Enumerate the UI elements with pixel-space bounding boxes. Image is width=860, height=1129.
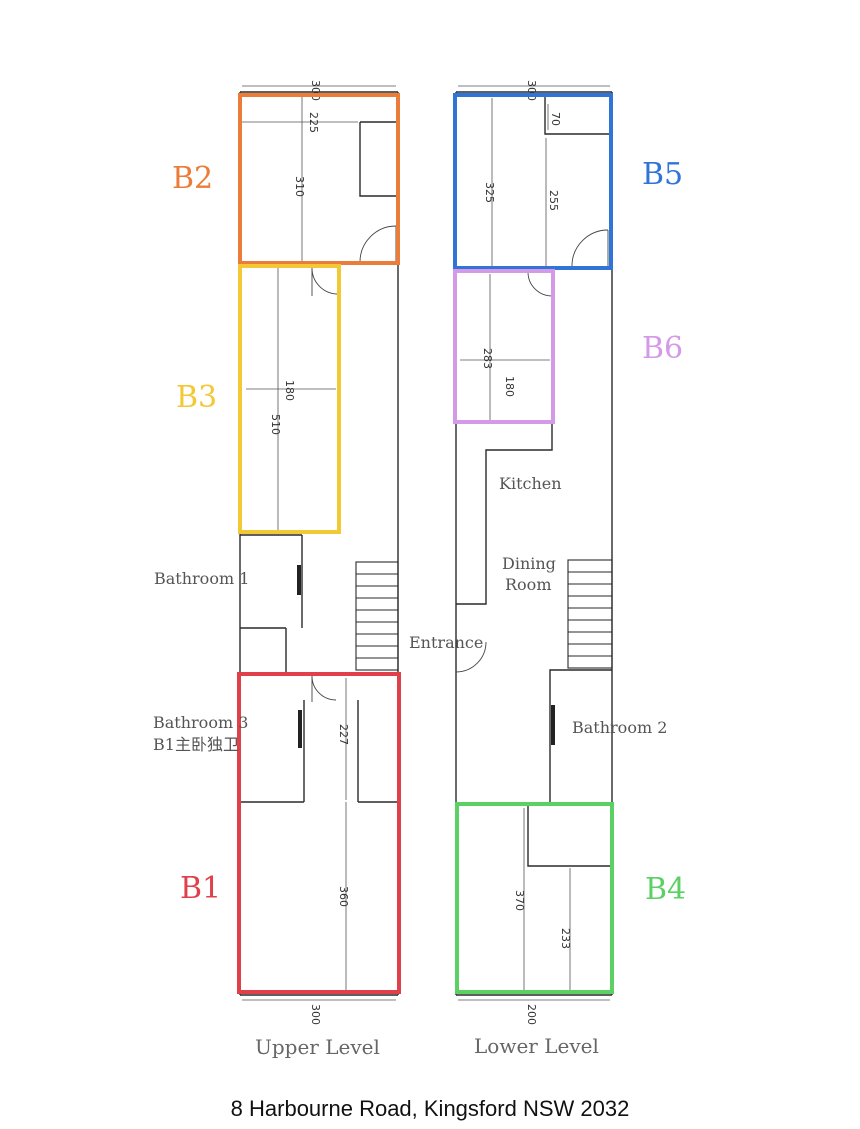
kitchen-label: Kitchen [499, 474, 562, 493]
bedroom-b6-label: B6 [642, 331, 683, 366]
level-labels: Upper Level Lower Level [255, 1034, 599, 1059]
lower-level-plan [455, 85, 613, 1001]
bedroom-b2-label: B2 [172, 161, 213, 196]
bathroom-1-label: Bathroom 1 [154, 569, 249, 588]
dim-upper-b2-inner: 225 [307, 112, 320, 133]
dimension-labels: 300 225 310 180 510 227 360 300 300 70 3… [269, 80, 572, 1025]
dim-lower-b4-inner: 233 [559, 928, 572, 949]
bedroom-b1-label: B1 [180, 871, 221, 906]
property-address: 8 Harbourne Road, Kingsford NSW 2032 [230, 1096, 630, 1121]
dim-lower-top-width: 300 [525, 80, 538, 101]
dim-lower-b6-width: 180 [503, 376, 516, 397]
dim-upper-b1-depth: 360 [337, 886, 350, 907]
bathroom-3-sublabel: B1主卧独卫 [153, 735, 239, 754]
dim-lower-b6-depth: 283 [481, 348, 494, 369]
bedroom-labels: B2 B3 B1 B5 B6 B4 [172, 157, 686, 907]
bedroom-b2-outline[interactable] [238, 93, 400, 265]
upper-level-plan [239, 85, 399, 1001]
lower-level-label: Lower Level [474, 1034, 599, 1058]
bedroom-b4-label: B4 [645, 872, 686, 907]
dining-room-label-2: Room [505, 575, 551, 594]
dim-upper-b3-depth: 510 [269, 414, 282, 435]
dim-upper-b2-depth: 310 [293, 176, 306, 197]
upper-level-label: Upper Level [255, 1035, 380, 1059]
room-labels: Bathroom 1 Bathroom 3 B1主卧独卫 Kitchen Din… [153, 474, 667, 754]
bedroom-b4-outline[interactable] [455, 802, 614, 994]
bedroom-b1-outline[interactable] [237, 672, 401, 994]
bedroom-b5-outline[interactable] [453, 93, 613, 270]
entrance-label: Entrance [409, 633, 483, 652]
bedroom-b3-outline[interactable] [238, 264, 341, 534]
dim-lower-b5-depth-left: 325 [483, 182, 496, 203]
bedroom-b6-outline[interactable] [453, 269, 555, 424]
dim-lower-bottom-width: 200 [525, 1004, 538, 1025]
dim-lower-b4-depth: 370 [513, 890, 526, 911]
bedroom-outlines [237, 93, 614, 994]
dim-lower-b5-depth-right: 255 [547, 190, 560, 211]
dim-upper-top-width: 300 [309, 80, 322, 101]
dim-upper-b3-width: 180 [283, 380, 296, 401]
bathroom-2-label: Bathroom 2 [572, 718, 667, 737]
bathroom-3-label: Bathroom 3 [153, 713, 248, 732]
dim-lower-b5-notch: 70 [549, 112, 562, 126]
bedroom-b5-label: B5 [642, 157, 683, 192]
dim-upper-bottom-width: 300 [309, 1004, 322, 1025]
bedroom-b3-label: B3 [176, 380, 217, 415]
dining-room-label-1: Dining [502, 554, 556, 573]
dim-upper-hall: 227 [337, 724, 350, 745]
